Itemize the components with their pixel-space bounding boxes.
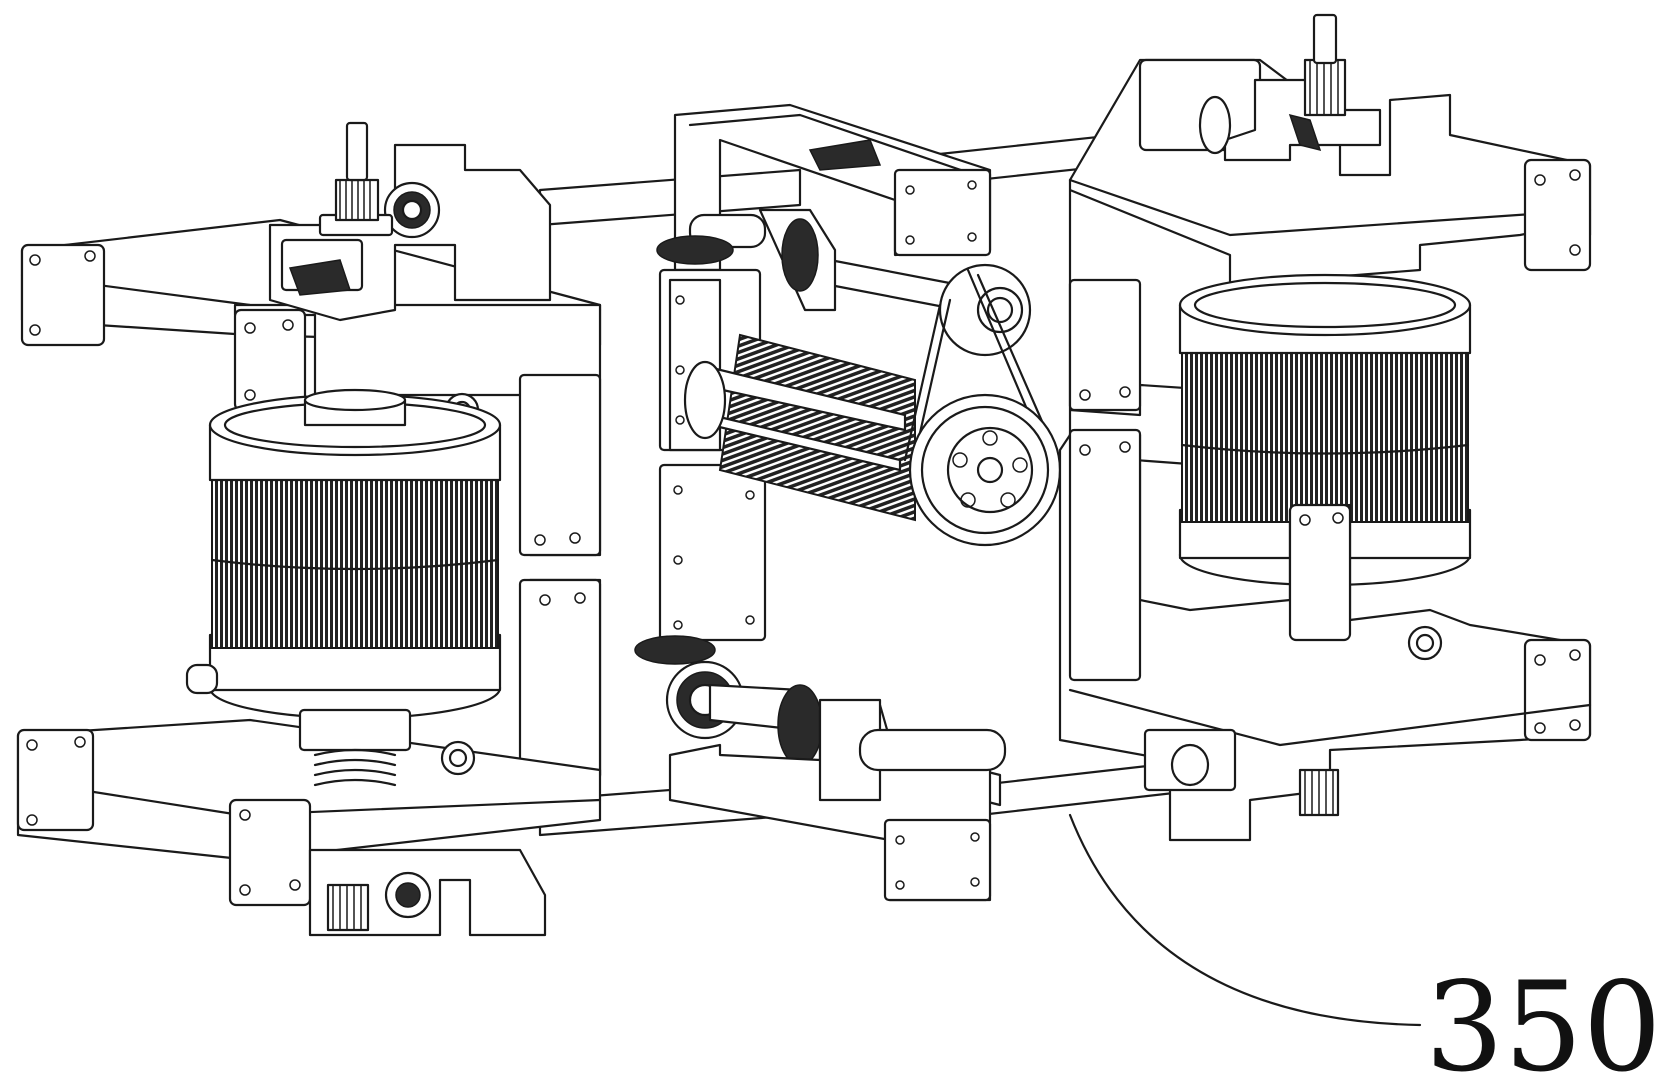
- center-assembly: [634, 103, 1062, 902]
- left-top-shaft: [345, 121, 369, 182]
- leader-line-350: [1068, 813, 1422, 1027]
- right-mount-plate-top: [1523, 158, 1592, 272]
- reference-numeral-350: 350: [1425, 956, 1662, 1091]
- right-top-pinion: [1303, 58, 1347, 117]
- left-bottom-pinion: [326, 883, 370, 932]
- right-frame-assembly: [1058, 13, 1592, 842]
- left-frame-assembly: [16, 218, 602, 937]
- left-mount-plate-top: [20, 243, 106, 347]
- right-top-shaft: [1312, 13, 1338, 65]
- left-brush-roller: [185, 388, 502, 932]
- left-top-pinion: [334, 178, 380, 222]
- left-top-gearbox: [268, 121, 552, 322]
- center-top-bevel-gear: [808, 139, 882, 171]
- left-spring: [313, 748, 397, 787]
- left-mount-plate-bottom: [16, 728, 95, 832]
